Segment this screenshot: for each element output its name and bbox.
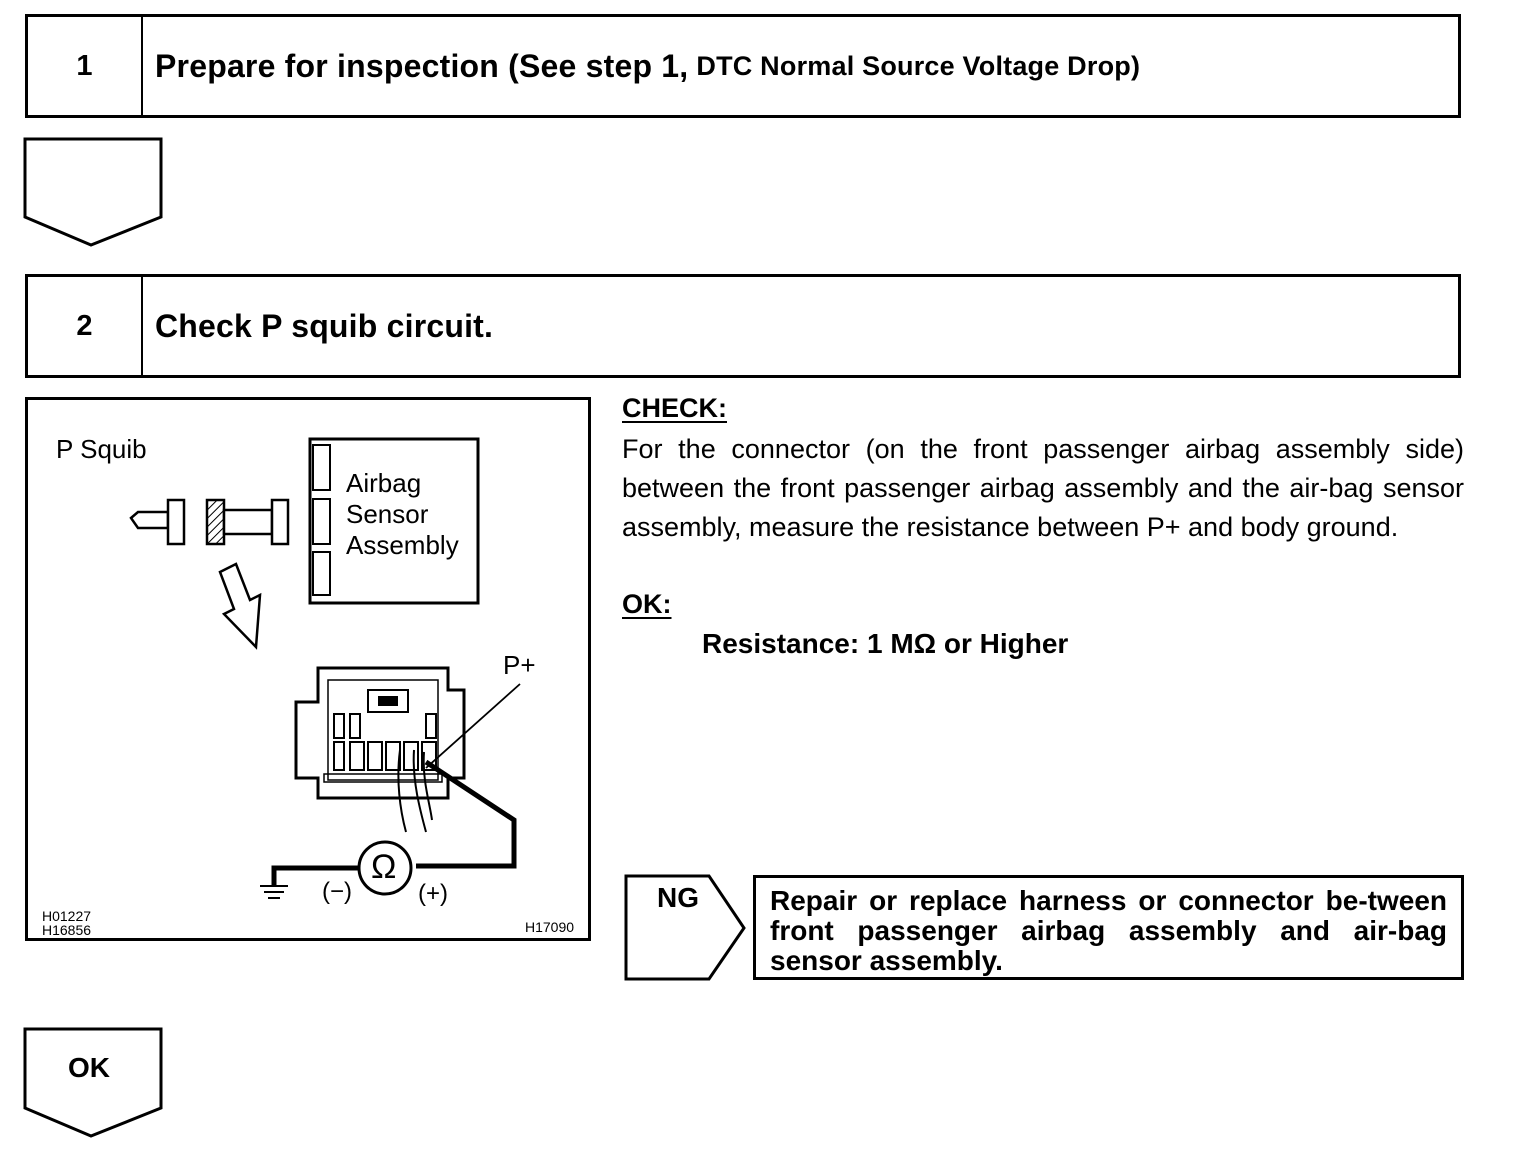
step-2-box: 2 Check P squib circuit. [25, 274, 1461, 378]
resistance-spec: Resistance: 1 MΩ or Higher [702, 628, 1069, 659]
ok-arrow [23, 1027, 163, 1138]
step-1-title: Prepare for inspection (See step 1, DTC … [143, 17, 1458, 115]
ohmmeter-symbol: Ω [371, 848, 397, 886]
figure-code-right: H17090 [525, 919, 575, 935]
ng-label: NG [657, 882, 699, 913]
flow-arrow-down [23, 137, 163, 247]
figure-code-left-2: H16856 [42, 922, 92, 938]
sensor-label-line-2: Sensor [346, 499, 429, 529]
inspection-figure: P Squib Airbag Sensor Assembly P+ Ω (−) … [25, 397, 591, 941]
sensor-assembly-box [308, 437, 480, 605]
sensor-assembly-label: Airbag Sensor Assembly [346, 468, 459, 561]
check-heading: CHECK: [622, 393, 727, 423]
check-instructions: For the connector (on the front passenge… [622, 434, 1464, 542]
sensor-label-line-1: Airbag [346, 468, 422, 498]
ng-action-box: Repair or replace harness or connector b… [753, 875, 1464, 980]
step-1-number: 1 [28, 17, 143, 115]
ok-heading: OK: [622, 589, 672, 619]
step-1-box: 1 Prepare for inspection (See step 1, DT… [25, 14, 1461, 118]
step-1-title-ref: DTC Normal Source Voltage Drop) [696, 50, 1141, 81]
ng-arrow [624, 874, 746, 981]
step-2-number: 2 [28, 277, 143, 375]
step-2-title: Check P squib circuit. [155, 307, 494, 344]
p-squib-label: P Squib [56, 434, 147, 464]
sensor-label-line-3: Assembly [346, 530, 459, 560]
step-1-title-main: Prepare for inspection (See step 1, [155, 47, 689, 84]
minus-lead-label: (−) [322, 878, 352, 905]
figure-code-left: H01227 H16856 [42, 909, 91, 937]
connector-diagram [129, 437, 521, 899]
figure-code-left-1: H01227 [42, 908, 92, 924]
ok-arrow-label: OK [68, 1052, 110, 1083]
p-plus-label: P+ [503, 650, 536, 680]
plus-lead-label: (+) [418, 880, 448, 907]
